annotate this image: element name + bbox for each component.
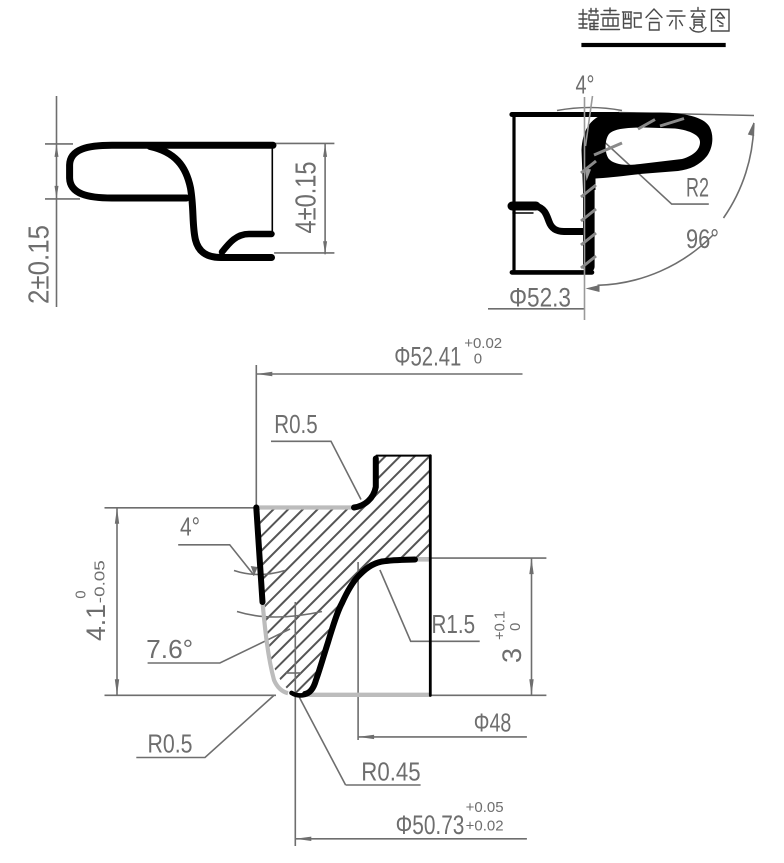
svg-text:-0.05: -0.05 [92,560,109,603]
svg-text:96°: 96° [686,224,719,254]
svg-text:2±0.15: 2±0.15 [24,225,56,304]
svg-text:R2: R2 [686,173,709,203]
svg-text:+0.02: +0.02 [464,335,502,352]
svg-text:R0.45: R0.45 [361,757,420,787]
svg-text:+0.05: +0.05 [466,799,504,816]
svg-text:0: 0 [507,623,524,631]
svg-text:+0.02: +0.02 [466,818,504,835]
svg-text:R0.5: R0.5 [274,409,317,439]
svg-text:4°: 4° [576,70,595,100]
svg-text:7.6°: 7.6° [146,634,193,664]
svg-text:0: 0 [73,590,90,598]
svg-text:Φ52.3: Φ52.3 [509,283,571,313]
svg-text:3: 3 [497,648,527,663]
svg-text:4°: 4° [180,512,200,542]
svg-text:0: 0 [474,351,482,368]
svg-text:Φ50.73: Φ50.73 [396,810,465,840]
svg-text:Φ48: Φ48 [474,707,512,737]
svg-text:Φ52.41: Φ52.41 [394,341,461,371]
svg-text:4±0.15: 4±0.15 [291,162,323,234]
svg-text:R0.5: R0.5 [148,729,193,759]
svg-text:+0.1: +0.1 [492,611,509,640]
svg-text:4.1: 4.1 [81,604,111,641]
svg-text:R1.5: R1.5 [432,609,476,639]
